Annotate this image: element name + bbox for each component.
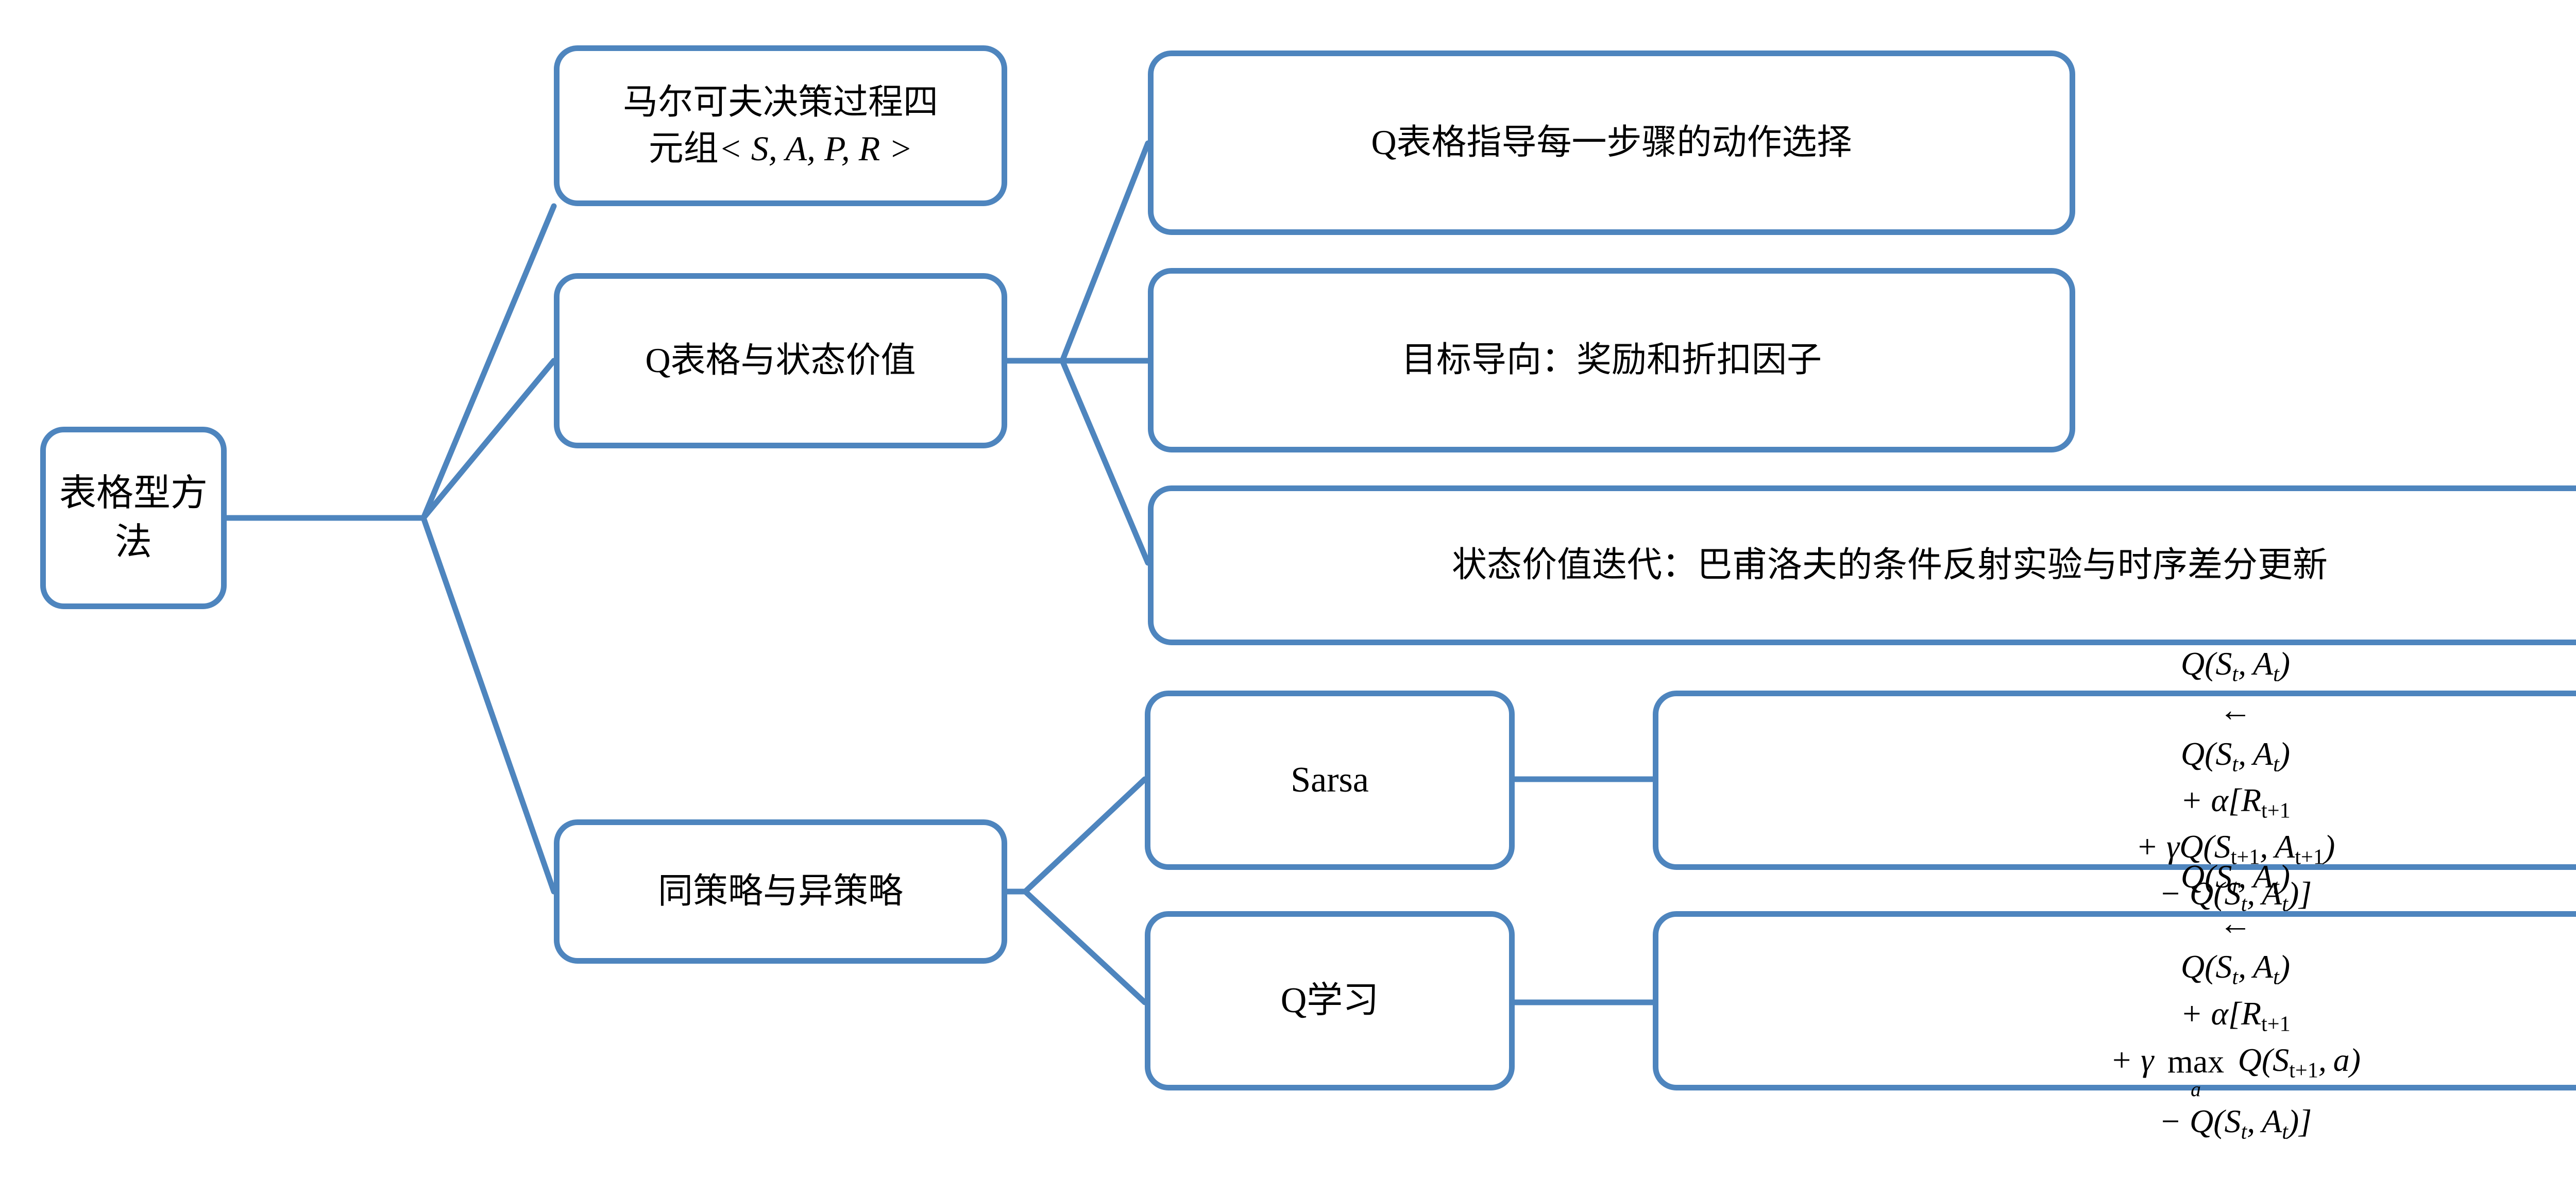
sarsa-formula-text: Q(St, At) ← Q(St, At) + α[Rt+1 + γQ(St+1… [2136,645,2335,916]
connector-root-to-mdp [420,203,557,521]
node-mdp[interactable]: 马尔可夫决策过程四 元组< S, A, P, R > [554,45,1007,206]
node-qlearning[interactable]: Q学习 [1145,911,1515,1090]
node-qtable-child-reward-discount[interactable]: 目标导向：奖励和折扣因子 [1148,268,2075,452]
node-root-label: 表格型方法 [59,472,208,563]
node-policy[interactable]: 同策略与异策略 [554,819,1007,964]
node-qtable-child-value-iteration[interactable]: 状态价值迭代：巴甫洛夫的条件反射实验与时序差分更新 [1148,485,2576,645]
node-mdp-label-line2: 元组< S, A, P, R > [649,126,912,172]
node-qtable[interactable]: Q表格与状态价值 [554,273,1007,448]
node-root[interactable]: 表格型方法 [40,427,227,609]
node-sarsa[interactable]: Sarsa [1145,691,1515,870]
node-qtable-child3-label: 状态价值迭代：巴甫洛夫的条件反射实验与时序差分更新 [1451,545,2328,585]
node-qtable-label: Q表格与状态价值 [645,341,916,380]
connector-policy-to-sarsa [1022,776,1148,895]
node-mdp-label-line1: 马尔可夫决策过程四 [622,82,938,122]
connector-qtable-to-c1 [1059,140,1151,364]
connector-root-to-policy [420,515,557,895]
node-qtable-child2-label: 目标导向：奖励和折扣因子 [1401,340,1822,380]
connector-qtable-to-c3 [1059,358,1151,566]
connector-policy-to-qlearning [1022,888,1148,1005]
node-mdp-label-prefix: 元组 [648,129,719,168]
connector-root-to-qtable [420,358,557,521]
node-sarsa-formula[interactable]: Q(St, At) ← Q(St, At) + α[Rt+1 + γQ(St+1… [1653,645,2576,916]
max-subscript: a [2191,1078,2201,1101]
node-qtable-child-action-selection[interactable]: Q表格指导每一步骤的动作选择 [1148,51,2075,235]
node-policy-label: 同策略与异策略 [657,871,903,911]
node-sarsa-label: Sarsa [1291,760,1369,800]
node-mdp-tuple: < S, A, P, R > [718,129,913,168]
node-qtable-child1-label: Q表格指导每一步骤的动作选择 [1371,123,1852,162]
node-qlearning-label: Q学习 [1280,980,1379,1020]
